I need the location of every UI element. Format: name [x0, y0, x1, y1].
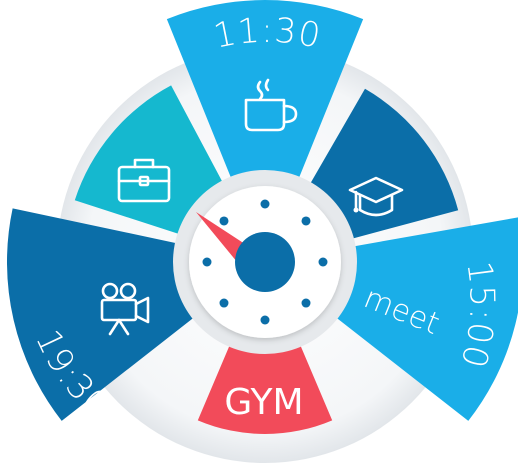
segment-top[interactable]: [166, 0, 364, 181]
graduation-cap-icon[interactable]: [348, 176, 404, 217]
dial-pointer[interactable]: [196, 212, 248, 268]
hour-dot: [260, 315, 270, 325]
hour-dot: [301, 216, 311, 226]
coffee-cup-icon[interactable]: [244, 78, 298, 132]
segment-gym-label: GYM: [224, 382, 303, 423]
hour-dot: [260, 199, 270, 209]
briefcase-icon[interactable]: [117, 158, 171, 203]
segment-upper-right[interactable]: [309, 88, 459, 240]
segment-bottom[interactable]: [197, 343, 333, 435]
hour-dot: [318, 257, 328, 267]
dial-hour-dots: [202, 199, 328, 325]
hour-dot: [202, 257, 212, 267]
segment-right[interactable]: [334, 217, 518, 421]
hour-dot: [219, 298, 229, 308]
hour-dot: [219, 216, 229, 226]
dial-center[interactable]: [235, 232, 295, 292]
hour-dot: [301, 298, 311, 308]
segment-top-time: 11:30: [210, 11, 324, 57]
movie-camera-icon[interactable]: [100, 282, 150, 336]
